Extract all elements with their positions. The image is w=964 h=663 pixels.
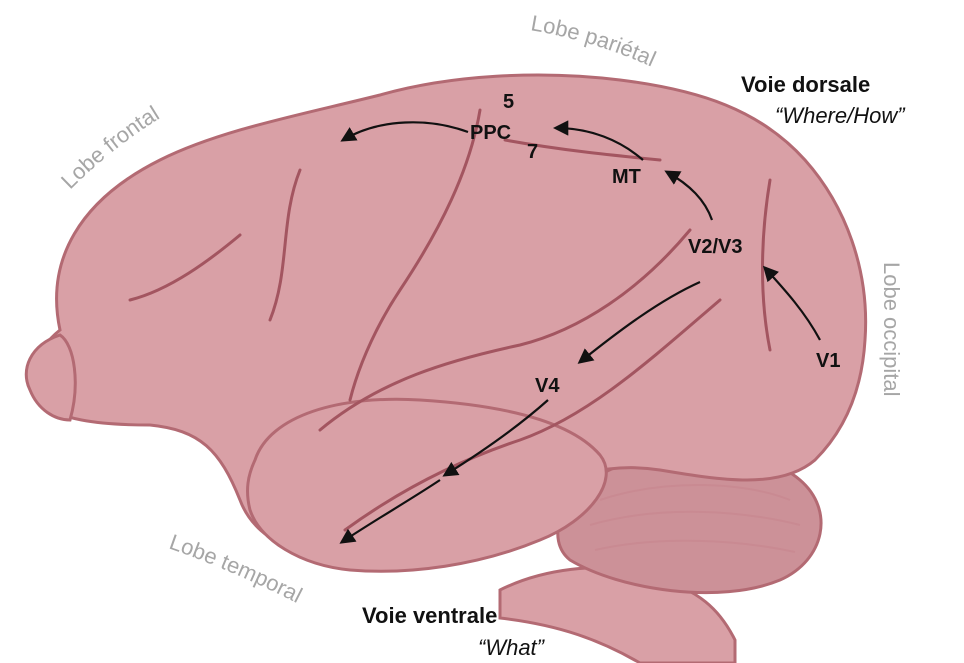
area-label-7: 7 [527,141,538,163]
lobe-label-parietal: Lobe pariétal [529,10,660,71]
frontal-pole [26,335,75,420]
area-label-5: 5 [503,91,514,113]
area-label-v2v3: V2/V3 [688,236,742,258]
area-label-mt: MT [612,166,641,188]
brain-illustration [26,75,865,663]
area-label-v4: V4 [535,375,560,397]
ventral-pathway-title: Voie ventrale [362,603,497,628]
dorsal-pathway-subtitle: “Where/How” [775,103,906,128]
ventral-pathway-subtitle: “What” [478,635,546,660]
area-label-v1: V1 [816,350,840,372]
area-label-ppc: PPC [470,122,511,144]
lobe-label-occipital: Lobe occipital [879,262,904,397]
dorsal-pathway-title: Voie dorsale [741,72,870,97]
